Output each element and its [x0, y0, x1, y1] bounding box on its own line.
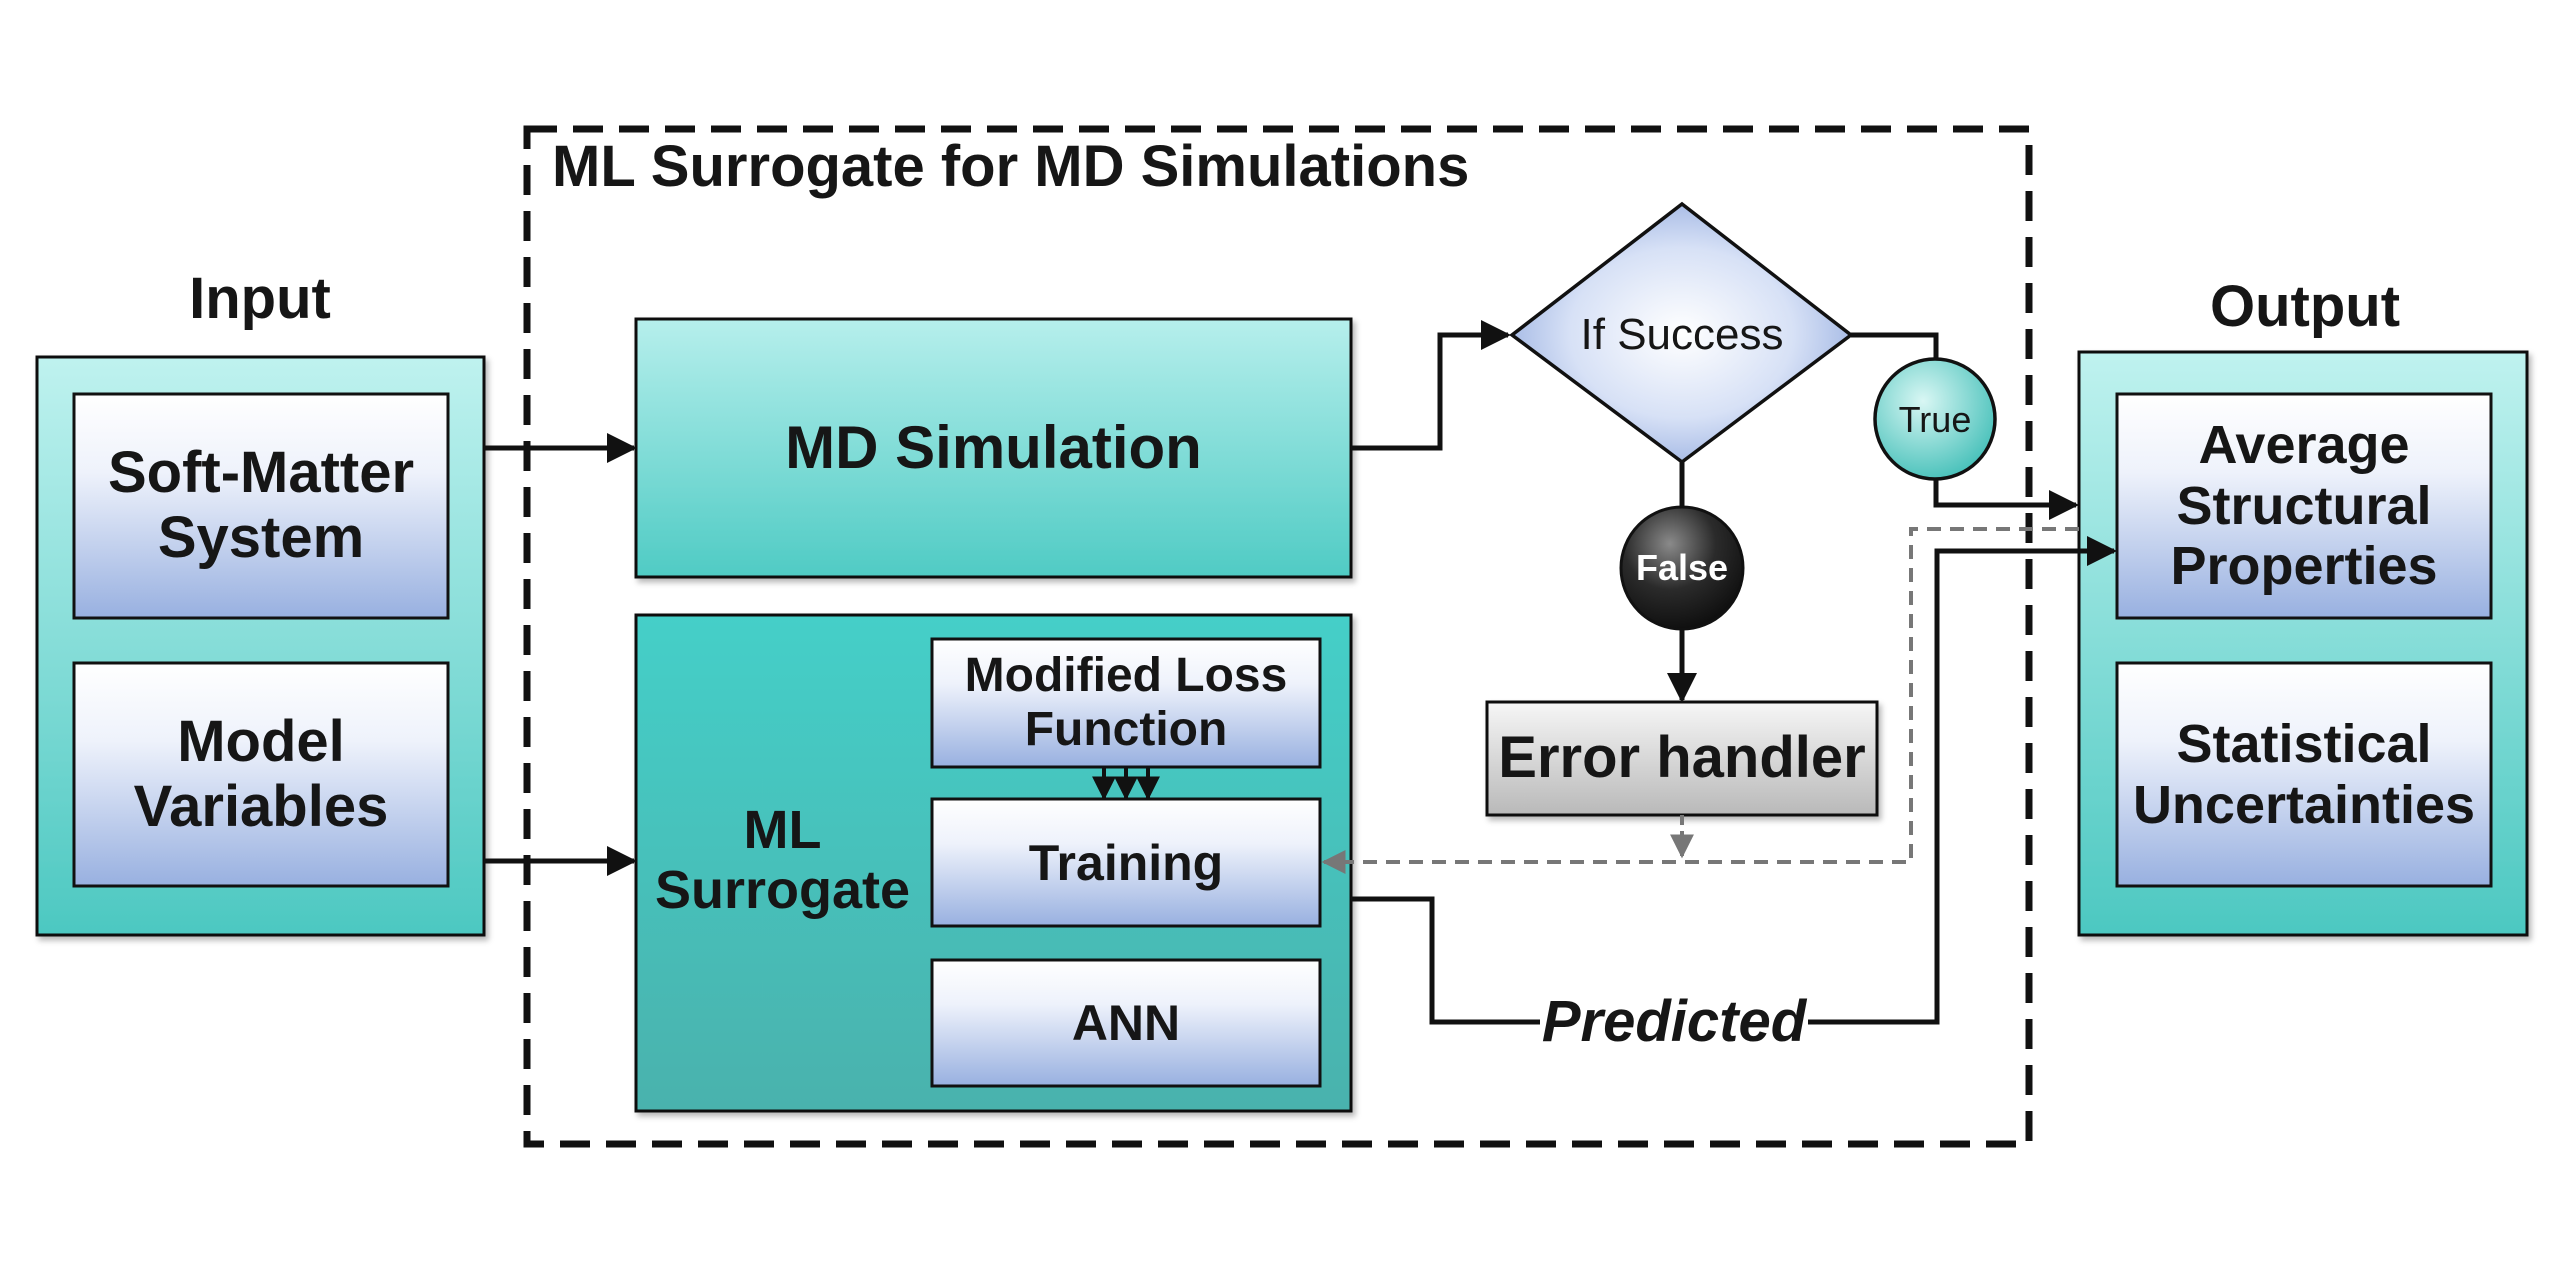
avg-properties-box: [2115, 392, 2493, 620]
arrow-md-to-decision: [1351, 320, 1511, 451]
soft-matter-label: Soft-Matter System: [107, 440, 415, 570]
diagram-title: ML Surrogate for MD Simulations: [552, 133, 1470, 199]
arrow-predicted: [1351, 896, 1540, 1025]
ml-surrogate-label: ML Surrogate: [654, 799, 911, 920]
true-node: [1873, 357, 1997, 481]
input-heading: Input: [189, 266, 331, 332]
model-variables-label: Model Variables: [133, 708, 389, 839]
ann-box: [930, 958, 1322, 1088]
false-label: False: [1635, 546, 1729, 588]
soft-matter-box: [72, 392, 450, 620]
loss-function-box: [930, 637, 1322, 769]
error-handler-box: [1485, 700, 1879, 817]
false-node: [1619, 505, 1745, 631]
surrogate-frame: [523, 125, 2033, 1148]
predicted-label: Predicted: [1541, 988, 1807, 1054]
output-heading: Output: [2209, 274, 2401, 340]
loss-function-label: Modified Loss Function: [964, 649, 1288, 756]
training-label: Training: [1028, 834, 1224, 891]
feedback-dashed: [1321, 527, 2079, 874]
true-label: True: [1898, 398, 1972, 440]
uncertainties-label: Statistical Uncertainties: [2132, 714, 2476, 835]
if-success-label: If Success: [1580, 310, 1784, 360]
md-simulation-label: MD Simulation: [785, 414, 1202, 482]
predicted-label-bg: [1540, 985, 1808, 1059]
training-box: [930, 797, 1322, 928]
error-handler-label: Error handler: [1498, 725, 1866, 791]
uncertainties-box: [2115, 661, 2493, 888]
avg-properties-label: Average Structural Properties: [2170, 415, 2438, 597]
model-variables-box: [72, 661, 450, 888]
ann-label: ANN: [1071, 995, 1181, 1051]
arrow-predicted-to-output: [1808, 536, 2117, 1025]
